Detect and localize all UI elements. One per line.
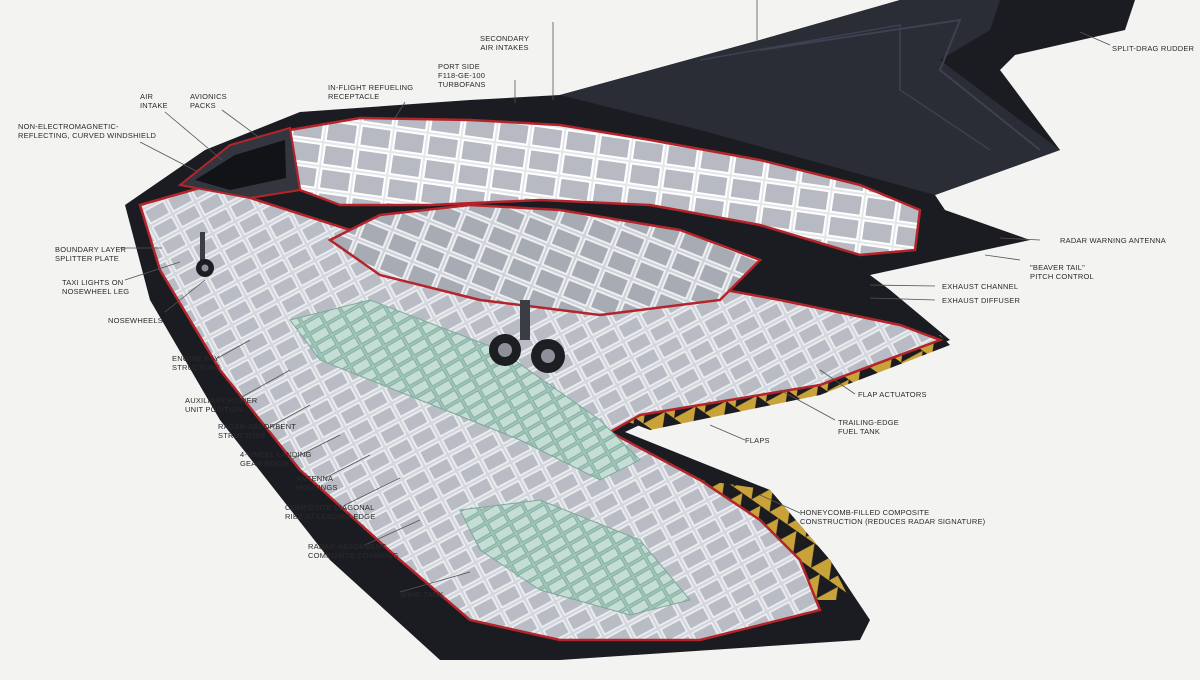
cutaway-fuselage	[327, 203, 763, 317]
label-exhaust-channel: EXHAUST CHANNEL	[942, 282, 1019, 291]
label-flaps: FLAPS	[745, 436, 770, 445]
label-radar-absorbent-covering: RADAR-ABSORBENT COMPOSITE COVERING	[308, 542, 399, 560]
main-landing-gear	[489, 300, 565, 373]
windshield	[195, 140, 286, 190]
label-port-side-engines: PORT SIDE F118-GE-100 TURBOFANS	[438, 62, 486, 89]
label-trailing-edge-tank: TRAILING-EDGE FUEL TANK	[838, 418, 899, 436]
cutaway-engine-bay	[288, 116, 922, 257]
label-air-intake: AIR INTAKE	[140, 92, 168, 110]
panel-line	[759, 18, 1041, 151]
label-exhaust-diffuser: EXHAUST DIFFUSER	[942, 296, 1021, 305]
label-wing-tank: WING TANK	[400, 590, 444, 599]
label-honeycomb: HONEYCOMB-FILLED COMPOSITE CONSTRUCTION …	[800, 508, 986, 526]
label-radar-warning-antenna: RADAR WARNING ANTENNA	[1060, 236, 1167, 245]
label-flap-actuators: FLAP ACTUATORS	[858, 390, 927, 399]
label-composite-ribs: COMPOSITE DIAGONAL RIBS AT LEADING EDGE	[285, 503, 376, 521]
label-apu: AUXILIARY POWER UNIT POSITION	[185, 396, 258, 414]
wing-tank-region	[289, 299, 641, 481]
panel-line-2	[699, 24, 991, 151]
label-in-flight-refueling: IN-FLIGHT REFUELING RECEPTACLE	[328, 83, 414, 101]
label-beaver-tail: "BEAVER TAIL" PITCH CONTROL	[1030, 263, 1094, 281]
label-antenna-housings: ANTENNA HOUSINGS	[296, 474, 338, 492]
label-landing-gear: 4-WHEEL LANDING GEAR BOGIE	[240, 450, 312, 468]
label-engine-bay: ENGINE BAY STRUCTURE	[172, 354, 221, 372]
label-boundary-layer: BOUNDARY LAYER SPLITTER PLATE	[55, 245, 127, 263]
outer-wing-tank	[459, 499, 691, 616]
upper-skin-panel	[560, 0, 1060, 195]
label-nosewheels: NOSEWHEELS	[108, 316, 163, 325]
label-split-drag-rudder: SPLIT-DRAG RUDDER	[1112, 44, 1195, 53]
label-radar-absorbent-structure: RADAR-ABSORBENT STRUCTURE	[218, 422, 297, 440]
label-avionics-packs: AVIONICS PACKS	[190, 92, 227, 110]
label-secondary-air-intakes: SECONDARY AIR INTAKES	[480, 34, 530, 52]
leader-lines	[120, 0, 1111, 593]
label-windshield: NON-ELECTROMAGNETIC- REFLECTING, CURVED …	[18, 122, 157, 140]
nose-landing-gear	[196, 232, 214, 277]
label-taxi-lights: TAXI LIGHTS ON NOSEWHEEL LEG	[62, 278, 130, 296]
